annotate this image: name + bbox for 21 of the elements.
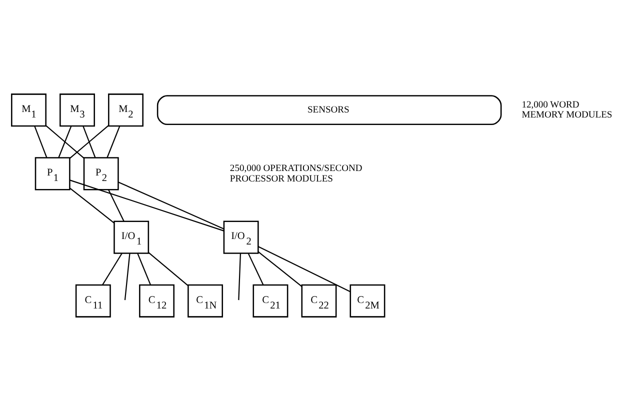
connector [258,250,302,286]
label: 250,000 OPERATIONS/SECOND PROCESSOR MODULES [230,162,362,184]
connector [137,252,152,285]
label: 12,000 WORD MEMORY MODULES [522,98,612,120]
connector [82,126,96,158]
connector [70,187,115,223]
connector [102,252,122,285]
connector [70,179,224,231]
connector [106,126,120,158]
connector [258,246,351,292]
connector [34,126,48,158]
connector [108,189,124,222]
connector [118,181,224,229]
connector [69,124,109,158]
connector [46,124,84,158]
node-box: SENSORS [156,94,502,125]
connector [238,252,242,300]
connector [248,252,264,285]
connector [58,126,72,158]
connector [148,252,188,286]
connector [124,252,130,300]
